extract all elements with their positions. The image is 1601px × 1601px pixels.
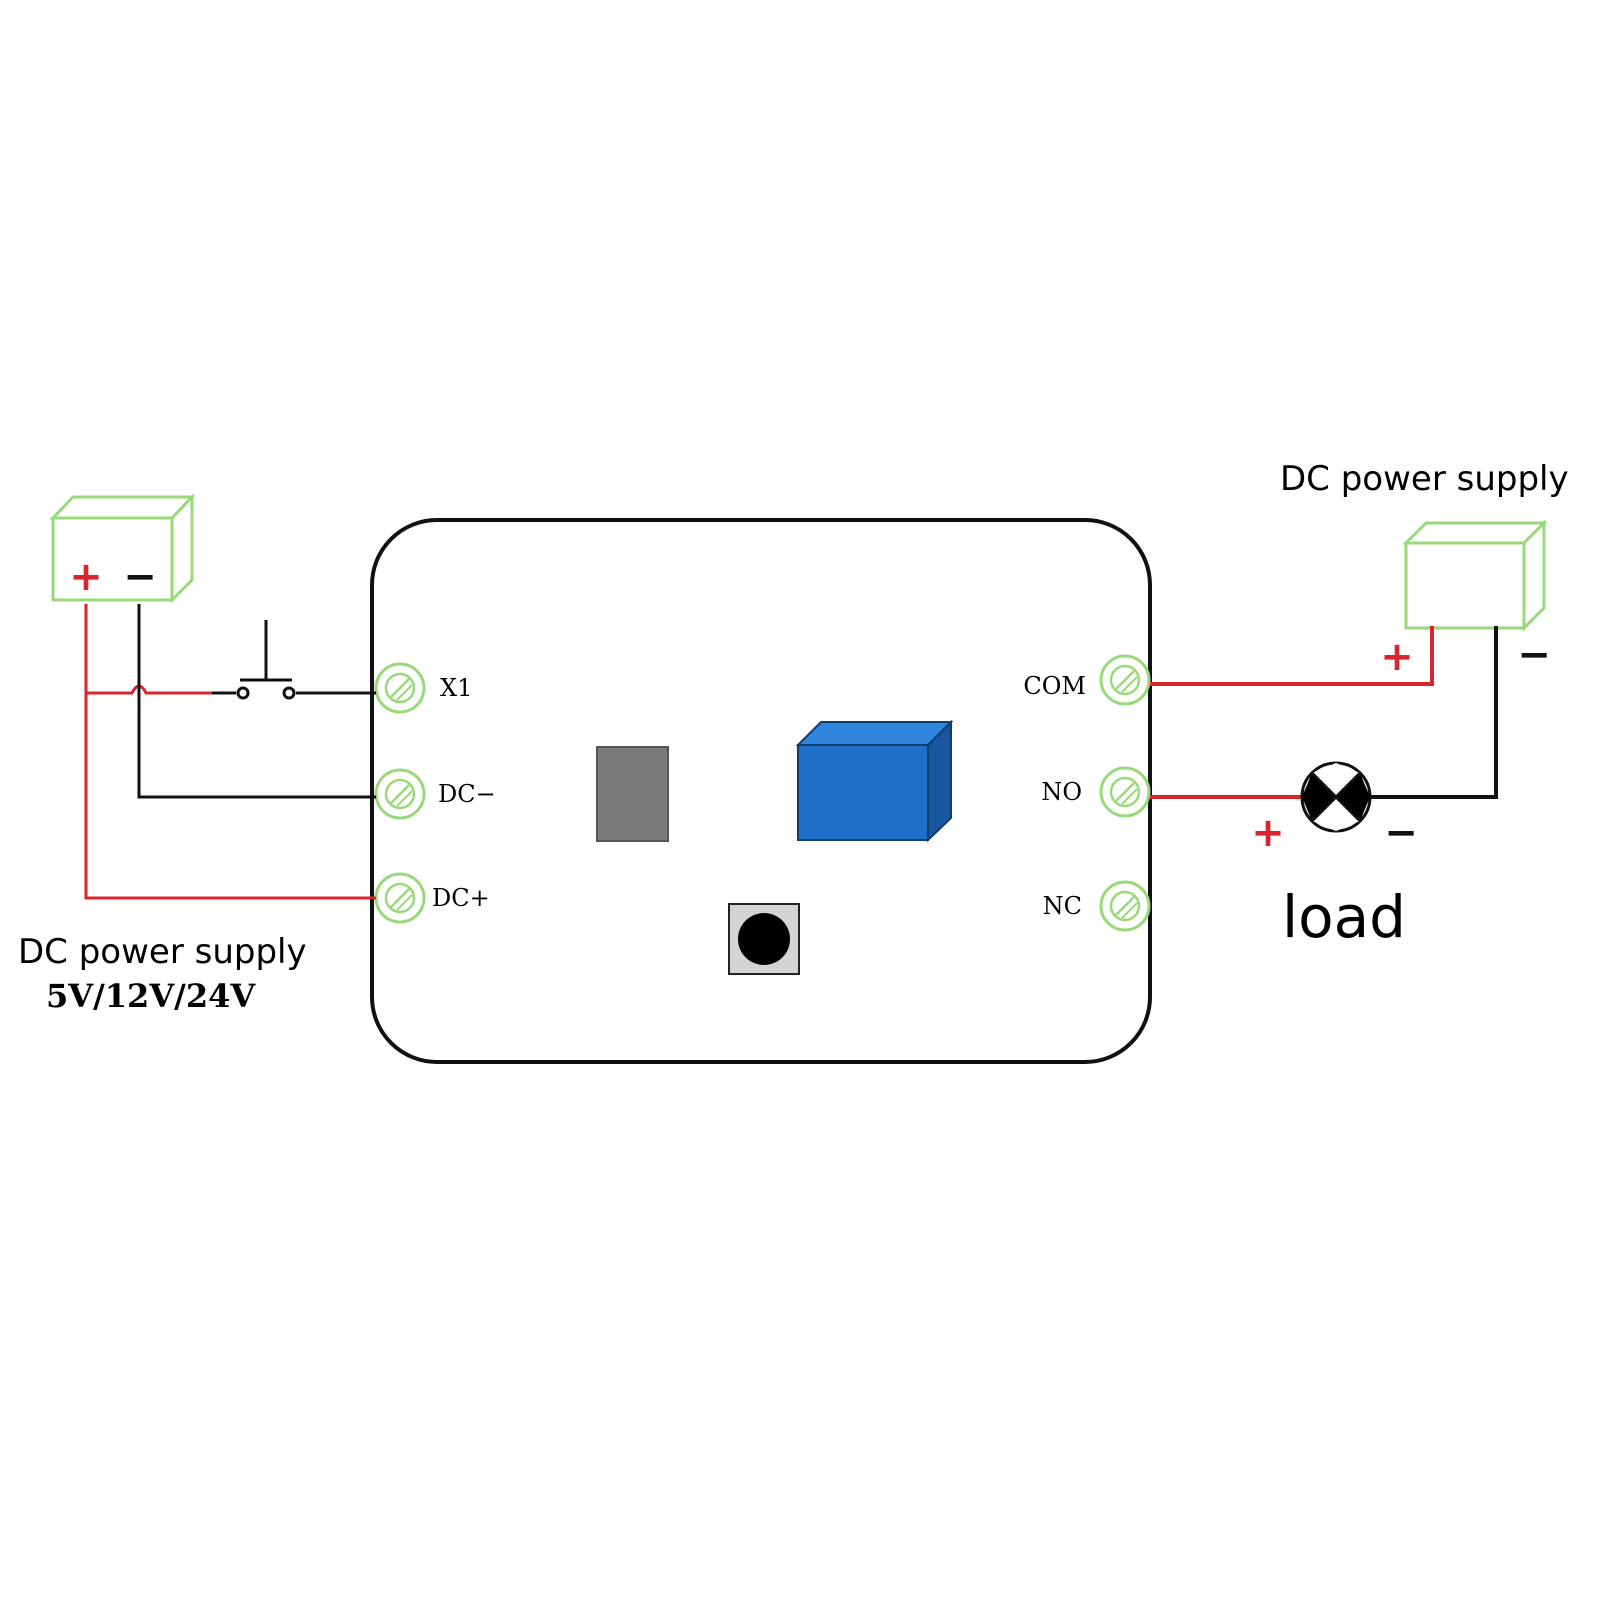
right-supply-plus-sign: +: [1380, 634, 1414, 680]
left-switch-feed-wire: [86, 684, 212, 695]
right-supply-label: DC power supply: [1280, 459, 1569, 499]
left-supply-label: DC power supply: [18, 932, 307, 972]
terminal-label-dc-minus: DC−: [438, 780, 496, 808]
left-positive-wire: [84, 604, 376, 900]
load-lamp-icon: [1300, 761, 1372, 833]
left-supply-voltages: 5V/12V/24V: [46, 977, 256, 1015]
terminal-label-no: NO: [1041, 778, 1082, 806]
terminal-label-com: COM: [1023, 672, 1086, 700]
board-push-button[interactable]: [728, 903, 800, 975]
left-supply-minus-sign: −: [123, 554, 157, 600]
left-negative-wire: [137, 604, 376, 799]
relay-component: [795, 719, 954, 843]
load-negative-wire: [1370, 626, 1498, 799]
terminal-label-nc: NC: [1043, 892, 1082, 920]
module-chip: [596, 746, 669, 842]
load-label: load: [1282, 883, 1406, 951]
push-switch-icon[interactable]: [212, 620, 376, 700]
load-minus-sign: −: [1384, 810, 1418, 856]
right-supply-minus-sign: −: [1517, 632, 1551, 678]
left-supply-box: [49, 493, 196, 604]
right-supply-box: [1402, 519, 1548, 632]
terminal-label-dc-plus: DC+: [432, 884, 490, 912]
terminal-label-x1: X1: [440, 674, 472, 702]
left-supply-plus-sign: +: [69, 554, 103, 600]
load-plus-sign: +: [1251, 810, 1285, 856]
com-positive-wire: [1150, 626, 1434, 686]
